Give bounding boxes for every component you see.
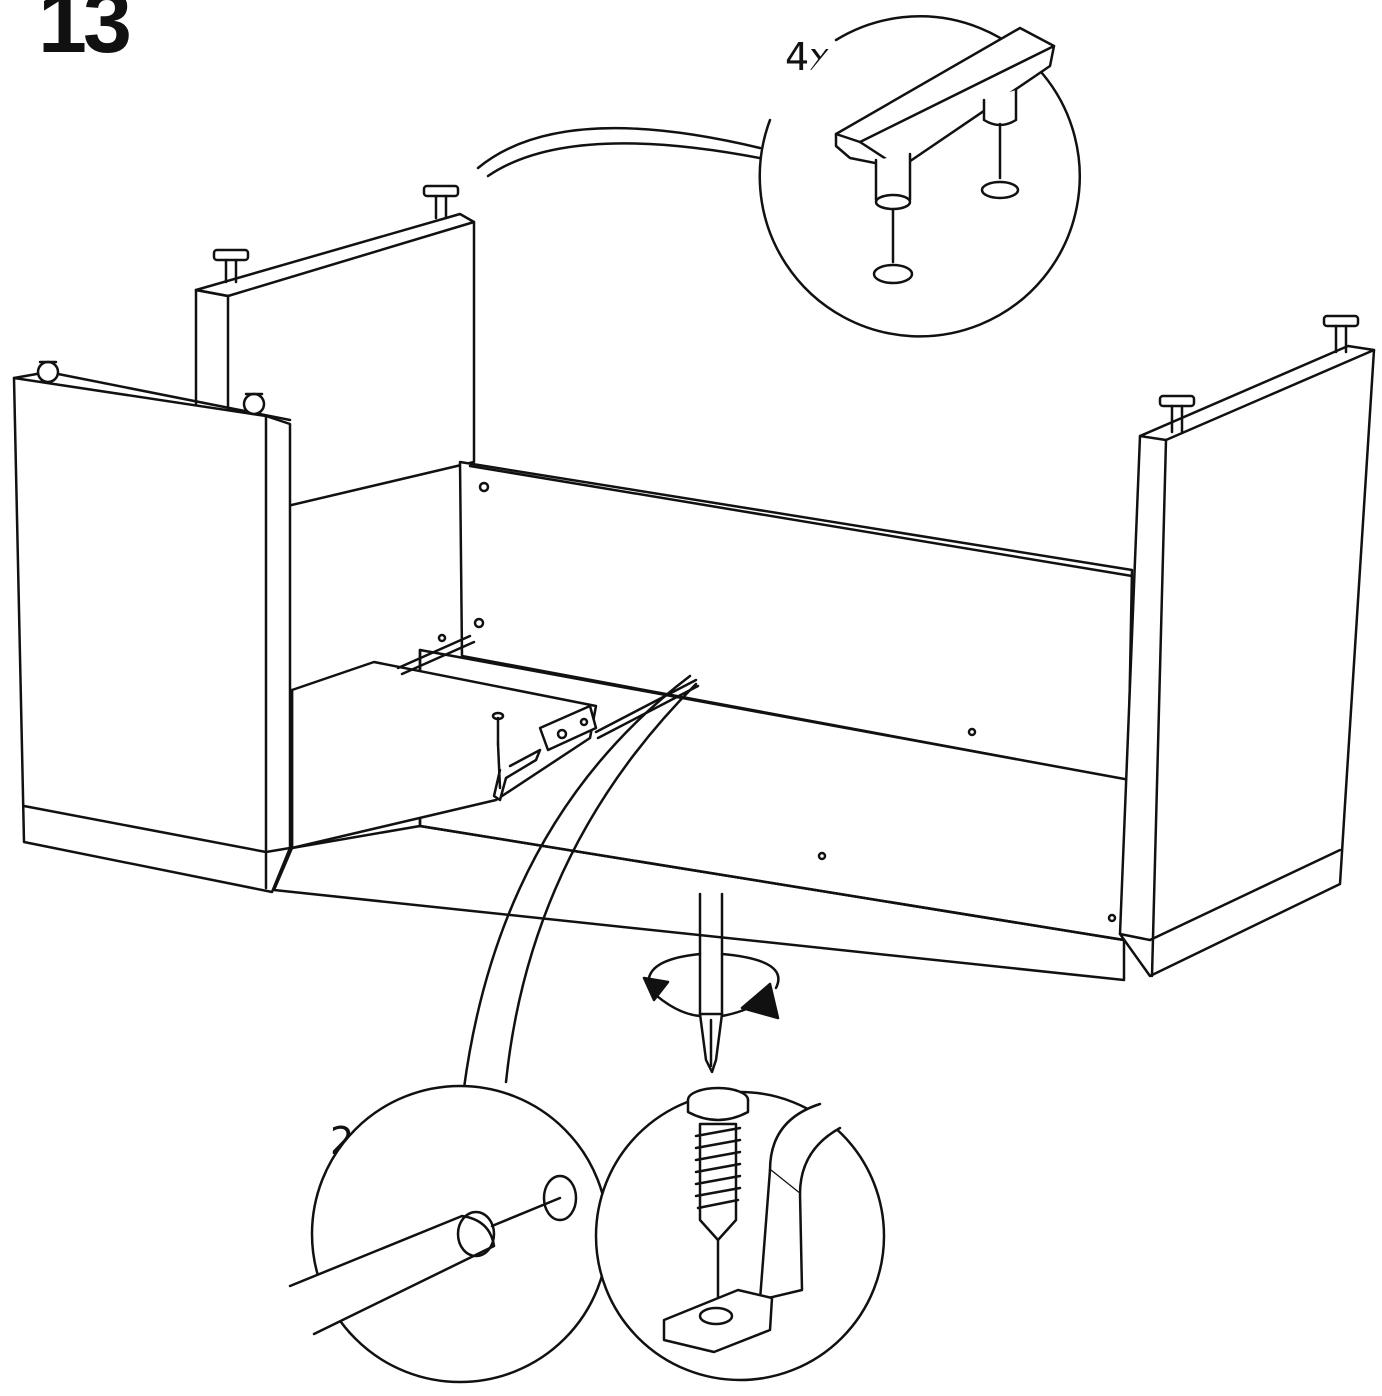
- foot-pad-icon: [214, 250, 248, 282]
- bracket-icon: [664, 1104, 840, 1352]
- screw-hole-icon: [969, 729, 975, 735]
- foot-pad-icon: [1324, 316, 1358, 352]
- foot-pad-icon: [424, 186, 458, 218]
- screw-icon: [493, 713, 503, 788]
- screw-detail-callout: [596, 1088, 884, 1380]
- castor-wheel-icon: [38, 362, 264, 414]
- bracket-icon: [494, 706, 596, 800]
- foot-pad-icon: [1160, 396, 1194, 432]
- screw-hole-icon: [1109, 915, 1115, 921]
- step-number: 13: [38, 0, 132, 71]
- dowel-rod-icon: [398, 635, 698, 738]
- screw-hole-icon: [480, 483, 488, 491]
- rotation-arrow-icon: [644, 954, 778, 1018]
- left-side-panel: [14, 372, 290, 892]
- screw-hole-icon: [475, 619, 483, 627]
- screw-hole-icon: [819, 853, 825, 859]
- foot-pad-detail-callout: [760, 16, 1080, 337]
- callout-leader-top: [478, 128, 770, 176]
- screw-icon: [688, 1088, 748, 1310]
- shelf-panel: [292, 662, 596, 848]
- foot-pad-icon: [836, 28, 1054, 283]
- callout-leader-bottom: [464, 676, 696, 1088]
- right-side-panel: [1120, 346, 1374, 976]
- dowel-rod-detail-callout: [290, 1086, 608, 1382]
